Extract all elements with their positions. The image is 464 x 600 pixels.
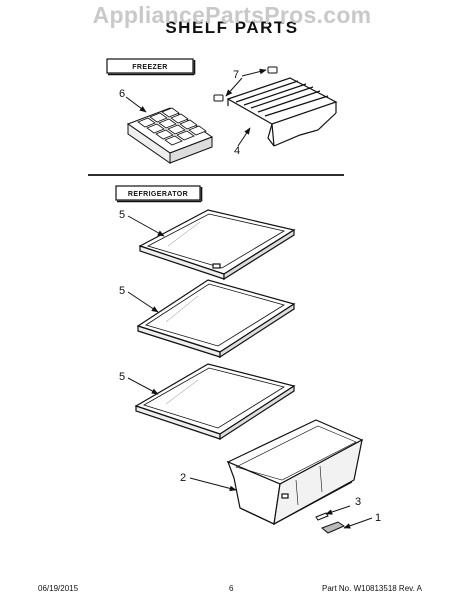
ice-cube-tray [126,107,214,164]
crisper-drawer [226,419,364,526]
callout-7: 7 [233,69,239,81]
refrigerator-section-box: REFRIGERATOR [115,185,203,203]
callout-3: 3 [355,496,361,508]
footer-date: 06/19/2015 [38,584,79,593]
freezer-section-box: FREEZER [106,58,196,76]
callout-6: 6 [119,88,125,100]
drawer-clip-parts [315,512,346,534]
callout-5-middle: 5 [119,285,125,297]
watermark: AppliancePartsPros.com [92,2,372,28]
footer-page-number: 6 [229,584,234,593]
refrigerator-label: REFRIGERATOR [128,191,188,198]
callout-4: 4 [234,145,240,157]
freezer-wire-shelf [226,77,338,147]
callout-1: 1 [375,512,381,524]
callout-5-bottom: 5 [119,371,125,383]
glass-shelf-middle [136,279,296,359]
glass-shelf-top [138,209,296,281]
footer-part-number: Part No. W10813518 Rev. A [322,584,422,593]
glass-shelf-bottom [134,363,296,441]
callout-2: 2 [180,472,186,484]
page-title: SHELF PARTS [165,18,299,37]
shelf-clips [213,66,278,102]
callout-5-top: 5 [119,209,125,221]
freezer-label: FREEZER [132,64,167,71]
